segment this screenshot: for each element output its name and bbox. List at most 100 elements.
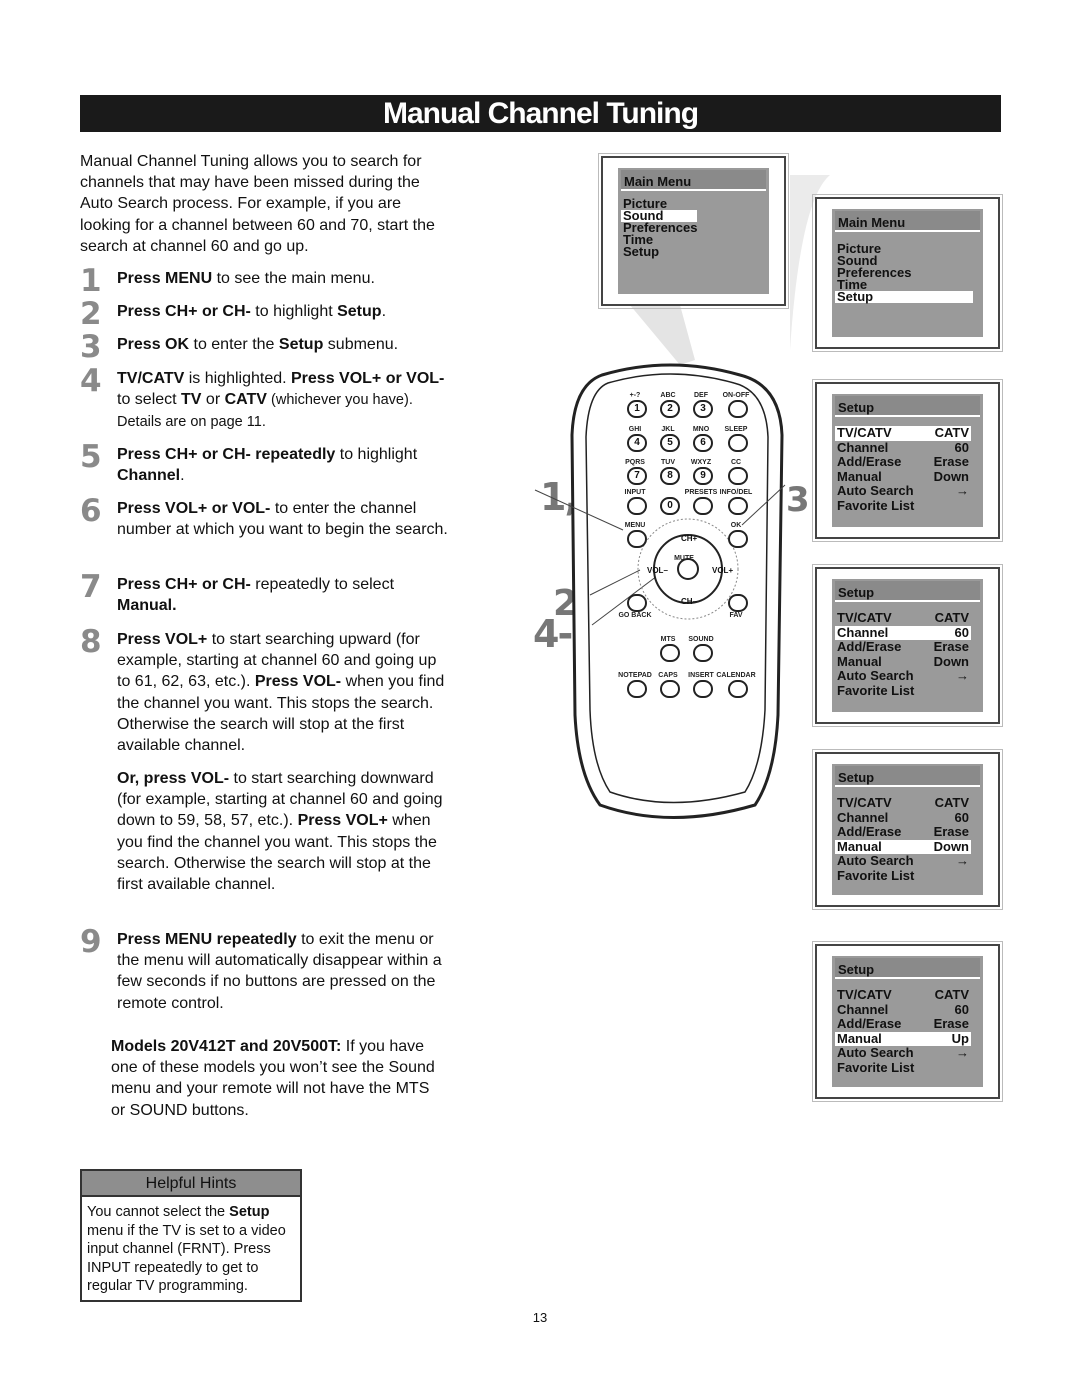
setup-row-value: → — [956, 1045, 969, 1060]
step-text: . — [180, 467, 185, 485]
setup-row: Auto Search→ — [835, 1045, 971, 1061]
sound-button[interactable] — [693, 644, 713, 662]
setup-row: Favorite List — [835, 1059, 971, 1076]
digit-button[interactable]: 9 — [693, 467, 713, 485]
setup-row-value: → — [956, 668, 969, 683]
go-back-button[interactable] — [627, 594, 647, 612]
step-8: 8 Press VOL+ to start searching upward (… — [80, 624, 450, 756]
digit-button[interactable]: 7 — [627, 467, 647, 485]
digit-button[interactable]: 1 — [627, 400, 647, 418]
mts-button[interactable] — [660, 644, 680, 662]
vol-up-button[interactable]: VOL+ — [712, 566, 734, 575]
hints-text: Setup — [229, 1204, 270, 1220]
remote-button-label: CALENDAR — [716, 672, 756, 679]
info-del-button[interactable] — [728, 497, 748, 515]
setup-row-label: TV/CATV — [837, 987, 892, 1002]
step-number: 6 — [80, 493, 102, 529]
menu-item: Sound — [837, 253, 878, 268]
ch-up-button[interactable]: CH+ — [681, 534, 698, 543]
vol-down-button[interactable]: VOL– — [647, 566, 668, 575]
input-button[interactable] — [627, 497, 647, 515]
step-number: 3 — [80, 329, 102, 365]
step-number: 9 — [80, 924, 102, 960]
function-button[interactable] — [728, 467, 748, 485]
step-text: TV — [181, 391, 202, 409]
remote-button-label: DEF — [694, 392, 708, 399]
setup-row-value: 60 — [954, 624, 969, 640]
page-number: 13 — [532, 1310, 548, 1325]
digit-button[interactable]: 0 — [660, 497, 680, 515]
setup-row-label: Favorite List — [837, 867, 915, 883]
setup-row-value: CATV — [934, 795, 969, 810]
digit-button[interactable]: 6 — [693, 434, 713, 452]
callout-3: 3 — [786, 480, 810, 520]
step-text: to enter the — [189, 336, 279, 353]
function-button[interactable] — [728, 400, 748, 418]
menu-item: Setup — [835, 290, 973, 303]
menu-title: Setup — [835, 581, 980, 602]
menu-title: Setup — [835, 958, 980, 979]
step-text: is highlighted. — [184, 370, 291, 387]
setup-row-label: Add/Erase — [837, 454, 902, 469]
remote-button-label: ON-OFF — [722, 392, 750, 399]
digit-button[interactable]: 5 — [660, 434, 680, 452]
menu-item: Sound — [621, 209, 698, 222]
hints-text: You cannot select the — [87, 1204, 230, 1220]
setup-row-label: Manual — [837, 838, 882, 854]
setup-row-label: Add/Erase — [837, 824, 902, 839]
step-text: Channel — [117, 467, 181, 485]
remote-button-label: +-? — [629, 392, 641, 399]
fav-button[interactable] — [728, 594, 748, 612]
setup-row-label: Manual — [837, 1030, 882, 1046]
remote-button-label: NOTEPAD — [618, 672, 652, 679]
models-note: Models 20V412T and 20V500T: If you have … — [111, 1036, 446, 1121]
step-text: Press MENU — [117, 270, 213, 287]
function-button[interactable] — [660, 680, 680, 698]
digit-button[interactable]: 8 — [660, 467, 680, 485]
ch-down-button[interactable]: CH– — [681, 597, 698, 606]
setup-row-label: Channel — [837, 624, 889, 640]
setup-row-value: Erase — [933, 639, 969, 654]
setup-row-label: Favorite List — [837, 1059, 915, 1075]
function-button[interactable] — [693, 680, 713, 698]
remote-button-label: PQRS — [625, 459, 645, 466]
menu-title: Setup — [835, 396, 980, 417]
setup-row-value: → — [956, 483, 969, 498]
step-6: 6 Press VOL+ or VOL- to enter the channe… — [80, 493, 450, 540]
function-button[interactable] — [728, 434, 748, 452]
step-text: to enter the channel number at which you… — [117, 500, 448, 539]
remote-button-label: MUTE — [674, 555, 694, 562]
setup-row-value: 60 — [954, 809, 969, 825]
step-text: CATV — [224, 391, 267, 409]
beam-graphic — [630, 175, 830, 365]
remote-button-label: OK — [730, 522, 742, 529]
step-text: (whichever you have). Details are on pag… — [117, 392, 413, 431]
step-text: Press CH+ or CH- — [117, 576, 251, 593]
step-text: submenu. — [323, 336, 399, 353]
ok-button[interactable] — [728, 530, 748, 548]
function-button[interactable] — [627, 680, 647, 698]
function-button[interactable] — [728, 680, 748, 698]
setup-row-label: Add/Erase — [837, 1016, 902, 1031]
digit-button[interactable]: 2 — [660, 400, 680, 418]
menu-button[interactable] — [627, 530, 647, 548]
setup-row-value: CATV — [934, 425, 969, 440]
presets-button[interactable] — [693, 497, 713, 515]
remote-button-label: INPUT — [624, 489, 646, 496]
digit-button[interactable]: 3 — [693, 400, 713, 418]
digit-button[interactable]: 4 — [627, 434, 647, 452]
hints-title: Helpful Hints — [82, 1171, 300, 1197]
menu-title: Main Menu — [835, 211, 980, 232]
step-text: Press CH+ or CH- — [117, 303, 251, 320]
remote-button-label: INSERT — [688, 672, 714, 679]
setup-row-label: TV/CATV — [837, 795, 892, 810]
step-number: 2 — [80, 296, 102, 332]
menu-item: Time — [837, 277, 868, 292]
step-text: to start searching upward (for example, … — [117, 631, 437, 691]
